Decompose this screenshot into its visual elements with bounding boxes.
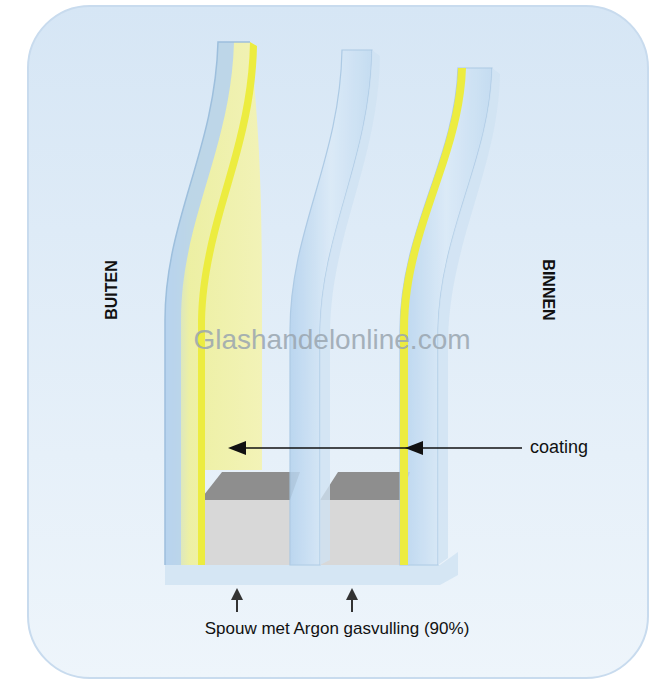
callout-label: coating bbox=[530, 437, 588, 458]
watermark: Glashandelonline.com bbox=[193, 324, 470, 356]
outer-pane bbox=[165, 42, 262, 565]
arrowhead bbox=[405, 441, 423, 455]
side-label: BINNEN bbox=[539, 259, 557, 320]
background-panel bbox=[28, 6, 648, 678]
spacer-front bbox=[320, 500, 400, 565]
arrowhead bbox=[228, 441, 246, 455]
arrowhead bbox=[231, 588, 243, 600]
coating-layer bbox=[198, 42, 257, 565]
caption-label: Spouw met Argon gasvulling (90%) bbox=[205, 619, 470, 639]
leader-line bbox=[236, 447, 522, 449]
spacer-top bbox=[200, 472, 300, 500]
arrowhead bbox=[346, 588, 358, 600]
spacer-front bbox=[198, 500, 290, 565]
spacer-top bbox=[320, 472, 410, 500]
side-label: BUITEN bbox=[103, 260, 121, 320]
coating-layer bbox=[400, 68, 466, 565]
